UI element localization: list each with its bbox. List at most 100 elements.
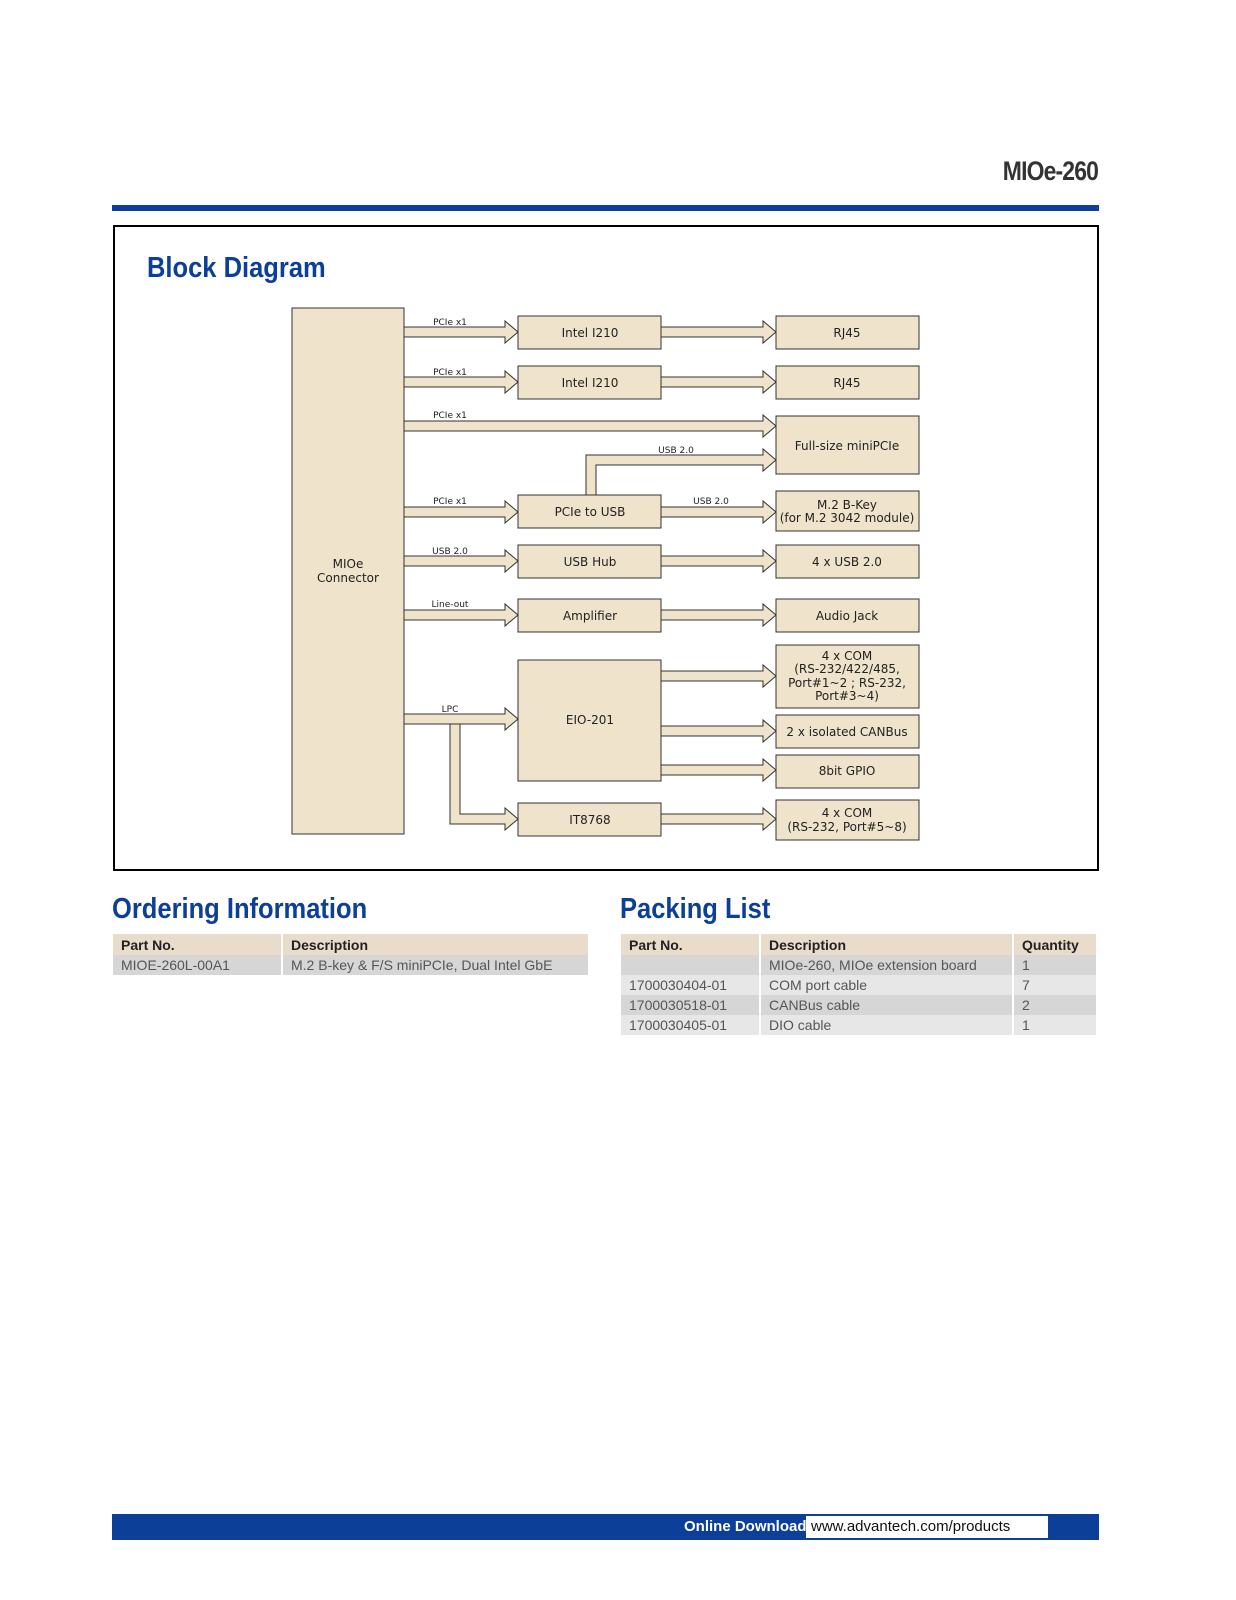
output-label: RJ45 (833, 376, 860, 390)
diagram-box (517, 494, 662, 529)
diagram-box (517, 544, 662, 579)
output-label: 4 x COM (822, 649, 873, 663)
arrow (403, 548, 519, 574)
quantity: 1 (1013, 1015, 1098, 1035)
arrow (403, 413, 777, 439)
column-header: Part No. (621, 934, 761, 955)
bus-label: LPC (442, 705, 459, 715)
diagram-box (775, 598, 920, 633)
part-number: 1700030518-01 (621, 995, 761, 1015)
output-label: (for M.2 3042 module) (780, 511, 915, 525)
chip-label: EIO-201 (566, 713, 614, 727)
connector-label: MIOe (333, 557, 364, 571)
bus-label: PCIe x1 (433, 497, 467, 507)
chip-label: USB Hub (564, 555, 617, 569)
part-number: 1700030405-01 (621, 1015, 761, 1035)
bus-label: PCIe x1 (433, 318, 467, 328)
arrow (660, 602, 777, 628)
arrow (660, 757, 777, 783)
diagram-box (775, 365, 920, 400)
output-label: Audio Jack (816, 609, 878, 623)
output-label: RJ45 (833, 326, 860, 340)
diagram-box (775, 799, 920, 841)
box-labels: MIOe Connector Intel I210 Intel I210 PCI… (317, 326, 914, 834)
arrow (660, 718, 777, 744)
output-label: 4 x USB 2.0 (812, 555, 882, 569)
chip-label: Amplifier (563, 609, 617, 623)
diagram-box (775, 415, 920, 475)
ordering-heading: Ordering Information (112, 893, 368, 925)
column-header: Quantity (1013, 934, 1098, 955)
part-number: MIOE-260L-00A1 (113, 955, 283, 975)
output-label: (RS-232/422/485, (794, 662, 900, 676)
arrow (660, 806, 777, 832)
column-header: Description (760, 934, 1014, 955)
download-url-link[interactable]: www.advantech.com/products (806, 1516, 1048, 1538)
part-number (621, 955, 761, 975)
description: M.2 B-key & F/S miniPCIe, Dual Intel GbE (282, 955, 590, 975)
chip-label: IT8768 (569, 813, 610, 827)
chip-label: PCIe to USB (555, 505, 626, 519)
diagram-box (775, 644, 920, 709)
connector-label: Connector (317, 571, 379, 585)
quantity: 2 (1013, 995, 1098, 1015)
diagram-box (775, 490, 920, 532)
online-download-label: Online Download (684, 1518, 807, 1535)
arrow (403, 319, 519, 345)
diagram-boxes (291, 307, 920, 841)
part-number: 1700030404-01 (621, 975, 761, 995)
diagram-box (517, 802, 662, 837)
diagram-box (291, 307, 405, 835)
bus-label: USB 2.0 (658, 446, 694, 456)
arrow (660, 663, 777, 689)
diagram-box (775, 315, 920, 350)
output-label: 4 x COM (822, 806, 873, 820)
output-label: M.2 B-Key (817, 498, 877, 512)
description: CANBus cable (760, 995, 1014, 1015)
column-header: Description (282, 934, 590, 955)
arrow (403, 369, 519, 395)
output-label: Port#1~2 ; RS-232, (788, 676, 906, 690)
arrow (403, 499, 519, 525)
description: DIO cable (760, 1015, 1014, 1035)
quantity: 7 (1013, 975, 1098, 995)
diagram-box (517, 315, 662, 350)
diagram-arrows (403, 319, 777, 832)
chip-label: Intel I210 (562, 376, 619, 390)
block-diagram-frame (113, 225, 1099, 871)
bus-label: USB 2.0 (432, 547, 468, 557)
arrow (585, 447, 777, 496)
diagram-box (517, 598, 662, 633)
output-label: 2 x isolated CANBus (786, 725, 907, 739)
diagram-box (775, 714, 920, 749)
output-label: Port#3~4) (815, 689, 879, 703)
diagram-box (775, 754, 920, 789)
diagram-box (775, 544, 920, 579)
diagram-box (517, 365, 662, 400)
block-diagram-heading: Block Diagram (147, 252, 326, 284)
output-label: 8bit GPIO (819, 764, 876, 778)
bus-label: PCIe x1 (433, 368, 467, 378)
block-diagram: PCIe x1 PCIe x1 PCIe x1 USB 2.0 PCIe x1 … (291, 307, 920, 841)
arrow (660, 319, 777, 345)
column-header: Part No. (113, 934, 283, 955)
output-label: (RS-232, Port#5~8) (787, 820, 906, 834)
packing-heading: Packing List (620, 893, 771, 925)
output-label: Full-size miniPCIe (795, 439, 899, 453)
diagram-box (517, 659, 662, 782)
arrow (449, 723, 519, 832)
description: MIOe-260, MIOe extension board (760, 955, 1014, 975)
arrow (660, 499, 777, 525)
arrow (660, 548, 777, 574)
header-rule (112, 205, 1099, 211)
chip-label: Intel I210 (562, 326, 619, 340)
arrow (403, 602, 519, 628)
